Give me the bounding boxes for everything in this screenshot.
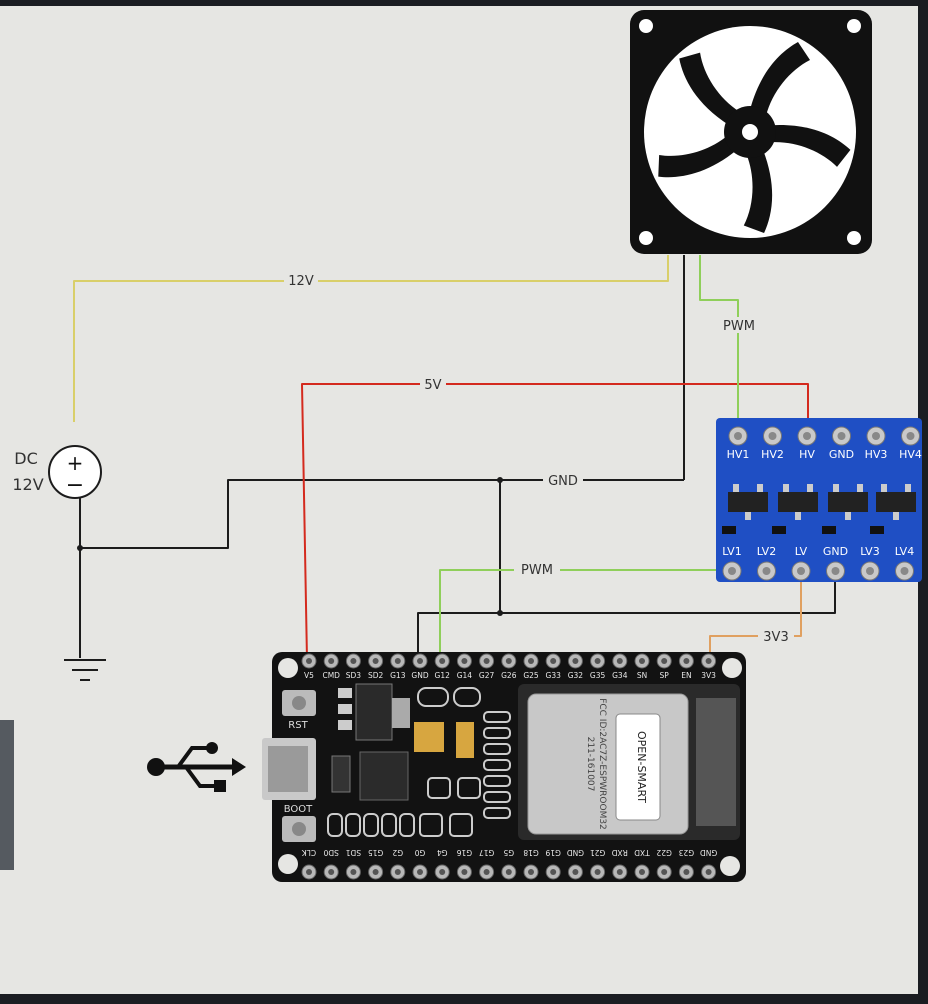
usb-serial-chip <box>359 751 409 801</box>
esp32-top-pin-label: V5 <box>304 671 314 680</box>
label-5v: 5V <box>424 378 441 393</box>
esp32-bottom-pin-label: G19 <box>545 848 561 857</box>
wire-pwm-esp <box>439 569 732 660</box>
hv-pin-label: HV3 <box>865 448 888 461</box>
hv-pin-label: HV <box>799 448 815 461</box>
esp32-top-pin-label: G14 <box>457 671 473 680</box>
fan-icon <box>630 10 872 254</box>
esp32-top-pin-label: GND <box>411 671 428 680</box>
label-3v3: 3V3 <box>763 630 788 645</box>
esp32-bottom-pin-label: TXD <box>634 848 651 857</box>
esp32-bottom-pin-label: GND <box>567 848 584 857</box>
esp32-top-pin-label: 3V3 <box>701 671 716 680</box>
esp32-bottom-pin-label: G18 <box>523 848 539 857</box>
esp32-bottom-pin-label: SD1 <box>346 848 362 857</box>
esp32-bottom-pin-label: G17 <box>479 848 495 857</box>
mosfet-chip <box>876 492 916 512</box>
voltage-regulator <box>355 683 393 741</box>
wire-pwm-fan <box>699 255 739 428</box>
esp32-bottom-pin-label: SD0 <box>323 848 339 857</box>
hv-pin-label: HV2 <box>761 448 784 461</box>
esp32-bottom-pin-label: G21 <box>590 848 606 857</box>
esp32-bottom-pin-label: G4 <box>437 848 448 857</box>
esp32-top-pin-label: EN <box>681 671 691 680</box>
esp32-top-pin-label: G32 <box>568 671 584 680</box>
usb-icon <box>147 742 246 792</box>
esp32-top-pin-label: G33 <box>546 671 562 680</box>
esp32-top-pin-label: SN <box>637 671 647 680</box>
dc-minus-sign: − <box>66 473 84 498</box>
esp32-top-pin-label: G27 <box>479 671 495 680</box>
esp32-bottom-pin-label: G16 <box>456 848 472 857</box>
tantalum-capacitor <box>414 722 444 752</box>
label-pwm-fan: PWM <box>723 319 755 334</box>
esp32-bottom-pin-label: CLK <box>301 848 316 857</box>
esp32-bottom-pin-label: G15 <box>368 848 384 857</box>
wire-12v <box>73 255 669 422</box>
wire-3v3 <box>709 576 802 660</box>
dc-source-circle <box>48 445 102 499</box>
label-12v: 12V <box>288 274 314 289</box>
hv-pin-label: HV4 <box>899 448 922 461</box>
mosfet-chip <box>728 492 768 512</box>
junction-dot <box>497 477 503 483</box>
esp32-bottom-pin-label: G2 <box>392 848 403 857</box>
tantalum-capacitor <box>456 722 474 758</box>
esp32-top-pin-label: CMD <box>322 671 340 680</box>
lv-pin-label: LV3 <box>860 545 879 558</box>
lv-pin-label: GND <box>823 545 848 558</box>
boot-label: BOOT <box>284 804 313 815</box>
dc-source: + − <box>48 445 102 499</box>
lv-pin-label: LV4 <box>895 545 914 558</box>
wire-5v <box>301 383 809 661</box>
wire-gnd-esp <box>417 573 836 660</box>
dc-plus-sign: + <box>67 451 84 475</box>
esp32-bottom-pin-label: RXD <box>612 848 628 857</box>
esp32-bottom-pin-label: G0 <box>414 848 425 857</box>
hv-pin-label: GND <box>829 448 854 461</box>
module-shield <box>527 693 689 835</box>
esp32-bottom-pin-label: G23 <box>678 848 694 857</box>
pcb-antenna <box>696 698 736 826</box>
ground-symbol-icon <box>64 659 106 681</box>
lv-pin-label: LV2 <box>757 545 776 558</box>
dc-label: DC <box>14 449 38 468</box>
rst-label: RST <box>288 720 308 731</box>
level-shifter-board: HV1 HV2 HV GND HV3 HV4 LV1 LV2 LV GND LV3 LV4 <box>716 418 922 582</box>
module-fcc-id: FCC ID:2AC7Z-ESPWROOM32 <box>597 698 607 830</box>
module-id: 211-161007 <box>585 737 595 792</box>
module-sticker <box>615 713 661 821</box>
esp32-top-pin-label: G34 <box>612 671 628 680</box>
esp32-bottom-pin-label: G5 <box>503 848 514 857</box>
esp32-top-pin-label: SP <box>660 671 670 680</box>
dc-voltage-label: 12V <box>12 475 43 494</box>
esp32-top-pin-label: G12 <box>435 671 451 680</box>
esp32-top-pin-label: G26 <box>501 671 517 680</box>
junction-dot <box>77 545 83 551</box>
junction-dot <box>497 610 503 616</box>
hv-pin-label: HV1 <box>727 448 750 461</box>
esp32-top-pin-label: G25 <box>523 671 539 680</box>
esp32-top-pin-label: G35 <box>590 671 606 680</box>
wire-gnd-main <box>80 479 684 549</box>
esp32-bottom-pin-label: G22 <box>656 848 672 857</box>
label-pwm-esp: PWM <box>521 563 553 578</box>
mosfet-chip <box>778 492 818 512</box>
esp32-top-pin-label: SD2 <box>368 671 384 680</box>
lv-pin-label: LV1 <box>722 545 741 558</box>
lv-pin-label: LV <box>795 545 808 558</box>
background-window-edge <box>0 720 14 870</box>
esp32-bottom-pin-label: GND <box>700 848 717 857</box>
esp32-top-pin-label: SD3 <box>346 671 362 680</box>
module-brand: OPEN-SMART <box>635 731 648 803</box>
mosfet-chip <box>828 492 868 512</box>
label-gnd: GND <box>548 474 578 489</box>
esp32-top-pin-label: G13 <box>390 671 406 680</box>
